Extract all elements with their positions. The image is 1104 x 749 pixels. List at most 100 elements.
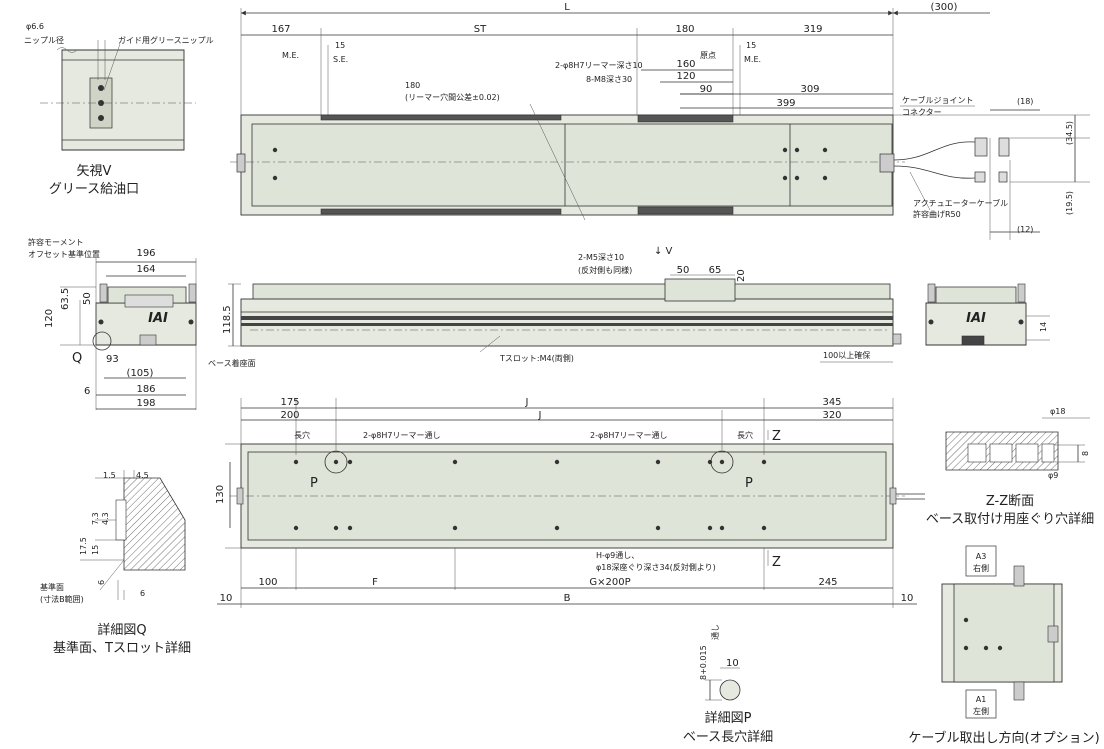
dim-50: 50 — [82, 292, 93, 305]
detail-p-title: 詳細図P — [705, 710, 752, 726]
zz-section — [945, 417, 1090, 471]
dim-320: 320 — [822, 410, 841, 421]
dim-15: 1.5 — [103, 471, 116, 480]
m5-label: 2-M5深さ10 — [578, 253, 624, 262]
nipple-dia-label: ニップル径 — [24, 35, 64, 45]
phi9: φ9 — [1048, 471, 1058, 480]
dim-6q-b: 6 — [140, 589, 145, 598]
detail-p-tol: 8+0.015 — [699, 645, 708, 680]
side-view — [228, 274, 902, 363]
zz-title: Z-Z断面 — [986, 494, 1034, 509]
dim-160: 160 — [676, 59, 695, 70]
end-view — [60, 258, 197, 410]
dim-300: (300) — [931, 2, 958, 13]
dim-345: 345 — [822, 397, 841, 408]
view-v-detail — [40, 40, 196, 151]
q-marker: Q — [72, 351, 82, 366]
p-right: P — [745, 476, 753, 491]
dim-100: 100 — [258, 577, 277, 588]
moment-label: 許容モーメント — [28, 237, 84, 247]
dim-100min: 100以上確保 — [823, 350, 870, 360]
hole-label: H-φ9通し、 — [596, 550, 639, 560]
tslot-label: Tスロット:M4(両側) — [499, 353, 574, 363]
dim-164: 164 — [136, 264, 155, 275]
detail-p-subtitle: ベース長穴詳細 — [683, 729, 773, 745]
dim-345p: (34.5) — [1065, 121, 1074, 145]
dim-399: 399 — [776, 98, 795, 109]
top-view — [230, 114, 1010, 216]
dim-120: 120 — [676, 71, 695, 82]
view-v-subtitle: グリース給油口 — [49, 182, 139, 197]
long-hole-right: 長穴 — [737, 430, 753, 440]
a1-side: 左側 — [973, 706, 989, 716]
dim-20: 20 — [736, 269, 747, 282]
dim-120: 120 — [44, 309, 55, 328]
detail-q-title: 詳細図Q — [97, 622, 146, 638]
dim-105p: (105) — [127, 368, 154, 379]
dim-635: 63.5 — [60, 288, 71, 310]
dim-J: J — [538, 410, 542, 421]
ream-pitch: 180 — [405, 81, 420, 90]
z-bot: Z — [772, 555, 781, 570]
dim-50-side: 50 — [677, 265, 690, 276]
dim-195p: (19.5) — [1065, 191, 1074, 215]
cable-joint-label-2: コネクター — [902, 108, 942, 117]
guide-nipple-label: ガイド用グリースニップル — [118, 35, 214, 45]
dim-196: 196 — [136, 248, 155, 259]
a1-label: A1 — [976, 695, 987, 704]
ream-pitch-tol: (リーマー穴間公差±0.02) — [405, 92, 500, 102]
dim-14: 14 — [1039, 322, 1048, 332]
me-right: M.E. — [744, 55, 761, 64]
detail-q — [80, 470, 186, 600]
cable-joint-label: ケーブルジョイント — [902, 95, 974, 105]
m5-opposite: (反対側も同様) — [578, 265, 632, 275]
z-top: Z — [772, 429, 781, 444]
iai-logo-side: IAI — [966, 311, 986, 326]
dim-65: 65 — [709, 265, 722, 276]
dim-90: 90 — [700, 84, 713, 95]
dim-ST: ST — [474, 24, 487, 35]
dim-175: 175 — [280, 397, 299, 408]
cable-option-title: ケーブル取出し方向(オプション) — [908, 730, 1099, 746]
phi18: φ18 — [1050, 407, 1065, 416]
ref-face: 基準面 — [40, 582, 64, 592]
view-v-title: 矢視V — [77, 164, 112, 179]
dim-L: L — [564, 2, 570, 13]
ream-depth-label: 2-φ8H7リーマー深さ10 — [555, 61, 643, 70]
dim-15-left: 15 — [335, 41, 345, 50]
ream-thru-left: 2-φ8H7リーマー通し — [363, 430, 440, 440]
dim-15q: 15 — [91, 545, 100, 555]
v-arrow: ↓ V — [654, 246, 673, 257]
me-left: M.E. — [282, 51, 299, 60]
dim-309: 309 — [800, 84, 819, 95]
dim-167: 167 — [271, 24, 290, 35]
a3-side: 右側 — [973, 563, 989, 573]
dim-245: 245 — [818, 577, 837, 588]
detail-p-thru: 通し — [710, 624, 720, 640]
dim-12p: (12) — [1017, 225, 1033, 234]
dim-93: 93 — [106, 354, 119, 365]
dim-6: 6 — [84, 386, 90, 397]
phi66-label: φ6.6 — [26, 22, 44, 31]
origin-label: 原点 — [700, 51, 716, 60]
top-dimension-lines — [240, 8, 1090, 240]
dim-45: 4.5 — [136, 471, 149, 480]
bottom-view — [217, 398, 925, 608]
dim-130: 130 — [215, 485, 226, 504]
detail-p-10: 10 — [726, 658, 739, 669]
side-end-view — [925, 283, 1050, 346]
dim-1185: 118.5 — [222, 305, 233, 334]
iai-logo: IAI — [148, 311, 168, 326]
dim-319: 319 — [803, 24, 822, 35]
dim-G: G×200P — [589, 577, 630, 588]
se-label: S.E. — [333, 55, 348, 64]
dim-F: F — [372, 577, 378, 588]
dim-8: 8 — [1081, 451, 1090, 456]
dim-B: B — [564, 593, 571, 604]
ream-thru-right: 2-φ8H7リーマー通し — [590, 430, 667, 440]
zz-subtitle: ベース取付け用座ぐり穴詳細 — [926, 511, 1094, 527]
a3-label: A3 — [976, 552, 987, 561]
dim-10-right: 10 — [901, 593, 914, 604]
counterbore-label: φ18深座ぐり深さ34(反対側より) — [596, 562, 716, 572]
